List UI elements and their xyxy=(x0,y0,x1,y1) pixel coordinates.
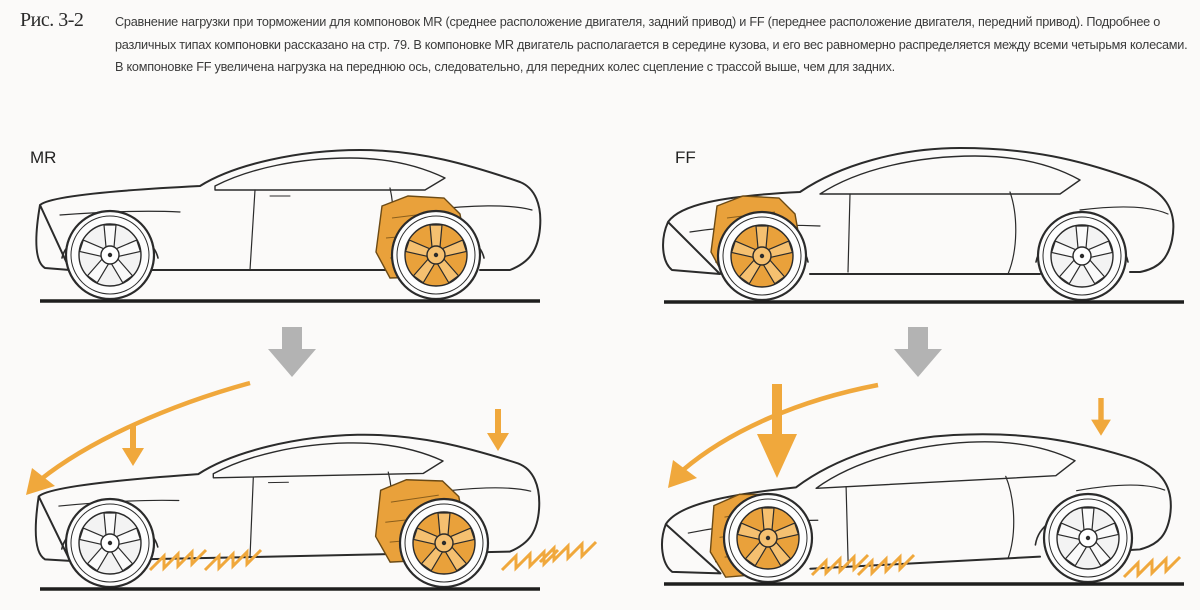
mr-rear-load-arrow xyxy=(487,409,509,451)
mr-front-grip-2 xyxy=(203,548,263,572)
mr-inertia-arc xyxy=(38,380,251,482)
mr-inertia-arrowhead xyxy=(26,468,55,495)
mr-transition-arrow xyxy=(268,327,316,377)
ff-inertia-arc xyxy=(681,382,879,472)
caption-text: Сравнение нагрузки при торможении для ко… xyxy=(115,15,1188,74)
ff-front-load-arrow xyxy=(757,384,797,478)
ff-transition-arrow xyxy=(894,327,942,377)
ff-inertia-arrowhead xyxy=(668,460,697,488)
ff-front-wheel-top xyxy=(716,210,808,302)
ff-car-bottom xyxy=(656,382,1184,586)
figure-label: Рис. 3-2 xyxy=(20,9,84,31)
mr-label: MR xyxy=(30,148,57,167)
ff-front-wheel-bottom xyxy=(722,492,814,584)
mr-rear-wheel-bottom xyxy=(398,497,490,589)
ff-rear-load-arrow xyxy=(1091,398,1111,436)
ff-rear-wheel-bottom xyxy=(1042,492,1134,584)
ff-rear-grip xyxy=(1122,555,1182,579)
mr-front-grip xyxy=(148,548,208,572)
ff-car-top xyxy=(662,147,1184,304)
mr-front-wheel-top xyxy=(64,209,156,301)
mr-front-wheel-bottom xyxy=(64,497,156,589)
mr-car-bottom xyxy=(26,380,598,591)
mr-car-top xyxy=(35,149,542,303)
ff-label: FF xyxy=(675,148,696,167)
mr-rear-wheel-top xyxy=(390,209,482,301)
ff-rear-wheel-top xyxy=(1036,210,1128,302)
